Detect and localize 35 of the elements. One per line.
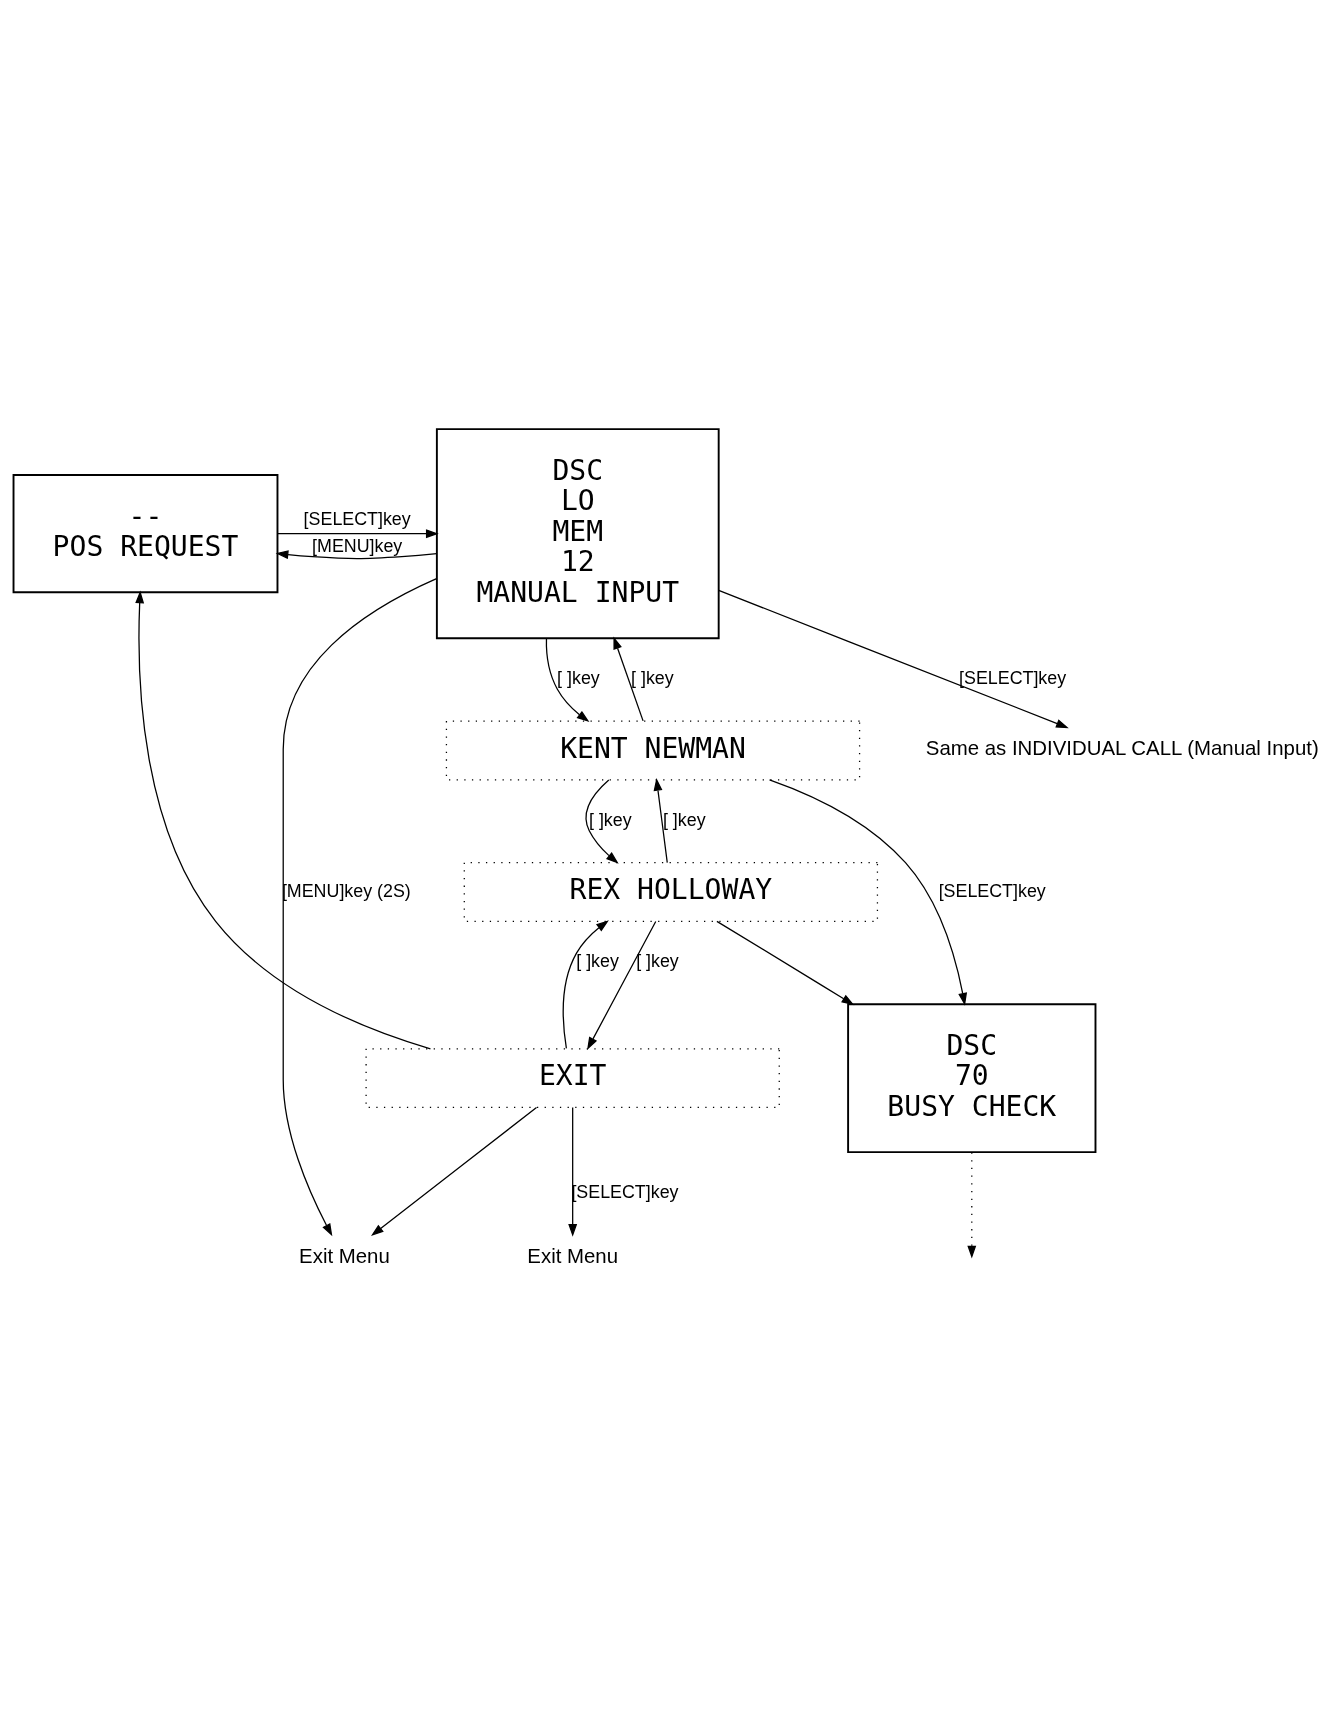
node-box: DSC LO MEM 12 MANUAL INPUT — [435, 428, 720, 640]
edge-label: [MENU]key — [312, 535, 403, 556]
arrow — [135, 590, 432, 1050]
arrow — [967, 1151, 977, 1259]
edge-label: [ ]key — [588, 809, 632, 830]
arrow — [587, 920, 657, 1050]
edge-label: [SELECT]key — [938, 880, 1046, 901]
node-text: Exit Menu — [299, 1244, 390, 1267]
arrow — [282, 578, 438, 1237]
edge-label: [ ]key — [636, 951, 679, 972]
node-box: KENT NEWMAN — [445, 720, 861, 781]
node-box: -- POS REQUEST — [12, 474, 279, 594]
edge-label: [ ]key — [662, 809, 706, 830]
edge-label: [SELECT]key — [303, 508, 411, 529]
edge-label: [SELECT]key — [959, 668, 1067, 689]
arrow — [653, 777, 668, 864]
edge-label: [ ]key — [576, 951, 619, 972]
edge-label: [ ]key — [557, 668, 600, 689]
node-text: Same as INDIVIDUAL CALL (Manual Input) — [925, 737, 1319, 760]
arrow — [585, 779, 619, 864]
arrow — [768, 779, 968, 1006]
arrow — [562, 920, 609, 1049]
node-box: EXIT — [365, 1048, 780, 1109]
arrow — [613, 636, 644, 722]
node-text: Exit Menu — [527, 1244, 619, 1267]
arrow — [568, 1106, 578, 1237]
arrow — [545, 637, 590, 723]
edge-label: [ ]key — [631, 668, 674, 689]
arrow — [275, 550, 438, 560]
arrow — [716, 920, 855, 1006]
node-box: REX HOLLOWAY — [463, 862, 879, 922]
arrow — [718, 589, 1069, 729]
node-box: DSC 70 BUSY CHECK — [847, 1003, 1097, 1154]
arrow — [276, 529, 439, 539]
arrow — [370, 1106, 538, 1237]
